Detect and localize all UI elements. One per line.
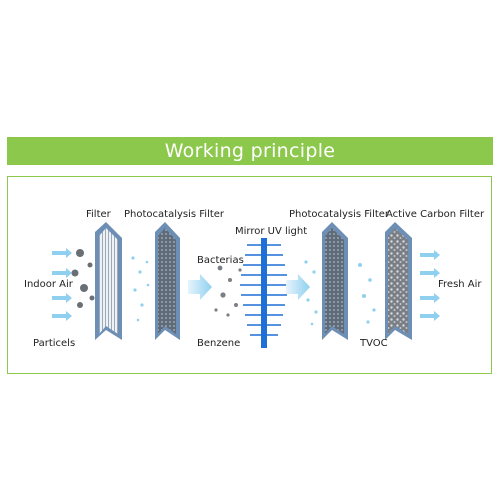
fresh-air-arrows	[420, 250, 440, 321]
photocatalysis-filter-1-label: Photocatalysis Filter	[124, 209, 225, 220]
particels-label: Particels	[33, 338, 75, 349]
flow-arrow-2	[286, 274, 310, 300]
air-dots-3	[358, 263, 376, 324]
photocatalysis-filter-1-panel	[155, 222, 180, 340]
air-dots-2	[304, 260, 318, 326]
benzene-label: Benzene	[197, 338, 240, 349]
bacterias-label: Bacterias	[197, 255, 244, 266]
photocatalysis-filter-2-label: Photocatalysis Filter	[289, 209, 390, 220]
mirror-uv-light-label: Mirror UV light	[235, 226, 307, 237]
air-dots-1	[131, 256, 150, 322]
flow-arrow-1	[188, 274, 212, 300]
banner-title: Working principle	[164, 140, 336, 162]
photocatalysis-filter-2-panel	[322, 222, 348, 340]
indoor-air-label: Indoor Air	[24, 279, 74, 290]
fresh-air-label: Fresh Air	[438, 279, 482, 290]
bacteria-particles	[214, 265, 242, 317]
particle-icons	[71, 249, 95, 308]
filter-panel	[95, 222, 122, 340]
mirror-uv-light	[240, 238, 288, 348]
title-banner: Working principle	[7, 137, 493, 165]
filter-label: Filter	[86, 209, 112, 220]
active-carbon-filter-label: Active Carbon Filter	[386, 209, 485, 220]
active-carbon-filter-panel	[385, 222, 412, 340]
incoming-air-arrows	[52, 248, 72, 321]
tvoc-label: TVOC	[359, 338, 388, 349]
